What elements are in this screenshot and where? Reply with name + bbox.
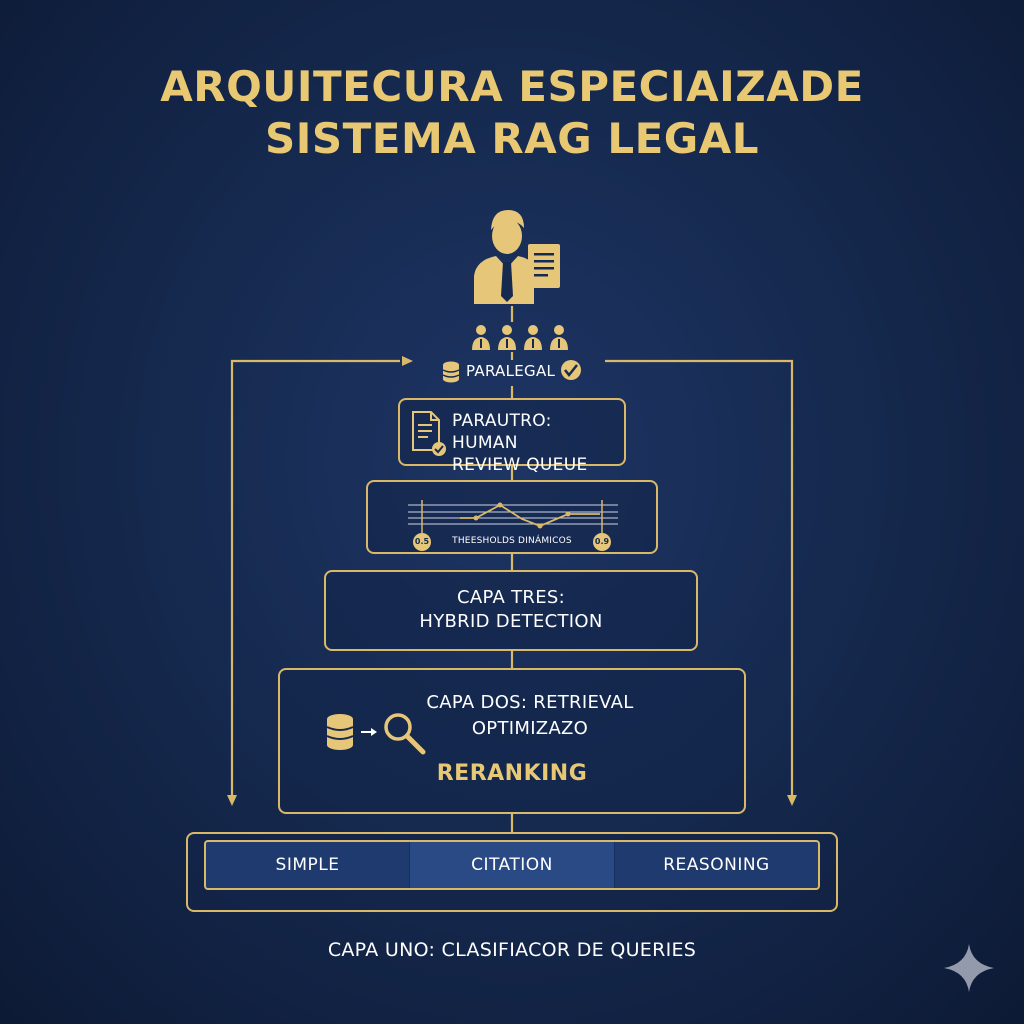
- segment-citation: CITATION: [410, 842, 614, 888]
- human-review-line-2: REVIEW QUEUE: [452, 455, 588, 475]
- threshold-left-badge: 0.5: [414, 537, 430, 546]
- capa-dos-box: [278, 668, 746, 814]
- segment-reasoning: REASONING: [614, 842, 818, 888]
- capa-tres-line-2: HYBRID DETECTION: [419, 611, 603, 632]
- thresholds-label: THEESHOLDS DINÁMICOS: [452, 536, 572, 546]
- segment-simple: SIMPLE: [206, 842, 410, 888]
- title-line-1: ARQUITECURA ESPECIAIZADE: [160, 62, 864, 111]
- title-line-2: SISTEMA RAG LEGAL: [264, 114, 760, 163]
- threshold-right-badge: 0.9: [594, 537, 610, 546]
- classifier-segments: SIMPLE CITATION REASONING: [204, 840, 820, 890]
- capa-dos-line-1: CAPA DOS: RETRIEVAL: [426, 692, 634, 713]
- classifier-caption: CAPA UNO: CLASIFIACOR DE QUERIES: [327, 939, 697, 961]
- capa-tres-line-1: CAPA TRES:: [457, 587, 565, 608]
- capa-tres-box: [324, 570, 698, 651]
- capa-dos-line-2: OPTIMIZAZO: [471, 718, 589, 739]
- paralegal-label: PARALEGAL: [466, 362, 556, 380]
- reranking-label: RERANKING: [436, 761, 588, 786]
- human-review-line-1: PARAUTRO: HUMAN: [452, 411, 552, 453]
